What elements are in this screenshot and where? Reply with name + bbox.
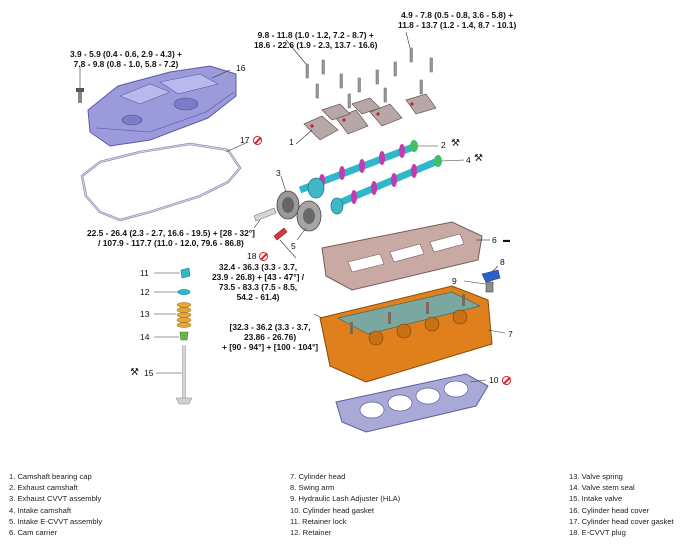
cover-bolt [76,88,84,103]
intake-e-cvvt-assembly [296,200,322,232]
legend-item: 5. Intake E-CVVT assembly [9,516,103,526]
exploded-view-diagram [76,31,506,433]
intake-camshaft [330,155,442,210]
camshaft-bearing-caps [303,93,437,141]
legend-item: 1. Camshaft bearing cap [9,472,92,481]
callout-9: 9 [452,276,457,286]
legend-column-3: 13. Valve spring 14. Valve stem seal 15.… [569,471,674,538]
leader-lines [79,31,506,383]
cylinder-head-cover-gasket [80,142,242,222]
no-reuse-icon [502,376,511,385]
legend-item: 15. Intake valve [569,494,623,504]
legend-item: 14. Valve stem seal [569,483,635,493]
callout-11: 11 [140,268,149,278]
callout-4: 4 [466,155,471,165]
cvvt-bolt [253,207,277,222]
valve-stem-seal [179,331,189,341]
callout-15: 15 [144,368,154,378]
legend-column-1: 1. Camshaft bearing cap 2. Exhaust camsh… [9,471,102,538]
legend-item: 13. Valve spring [569,472,623,481]
torque-wrench-icon: ⚒ [474,153,483,164]
legend-item: 10. Cylinder head gasket [290,505,375,515]
legend-item: 12. Retainer [290,528,332,538]
legend-item: 17. Cylinder head cover gasket [569,516,674,526]
retainer-lock [180,267,191,279]
callout-3: 3 [276,168,281,178]
callout-1: 1 [289,137,294,147]
swing-arm [481,269,501,283]
legend-item: 7. Cylinder head [290,472,346,481]
legend-item: 4. Intake camshaft [9,505,72,515]
exhaust-cvvt-assembly [276,190,300,220]
no-reuse-icon [253,136,262,145]
legend-column-2: 7. Cylinder head 8. Swing arm 9. Hydraul… [290,471,400,538]
legend-item: 18. E-CVVT plug [569,528,626,538]
cylinder-head-cover [87,65,237,147]
legend-item: 3. Exhaust CVVT assembly [9,494,102,504]
callout-7: 7 [508,329,513,339]
legend-item: 8. Swing arm [290,483,335,493]
cylinder-head-gasket [335,373,489,433]
torque-spec-carrier-bolts-b: 4.9 - 7.8 (0.5 - 0.8, 3.6 - 5.8) + 11.8 … [398,10,517,30]
special-tool-icon: ▬ [503,237,510,244]
callout-13: 13 [140,309,150,319]
legend-item: 2. Exhaust camshaft [9,483,78,493]
callout-17: 17 [240,135,250,145]
e-cvvt-plug [273,227,288,241]
torque-spec-head-bolts: [32.3 - 36.2 (3.3 - 3.7, 23.86 - 26.76) … [222,322,319,352]
cylinder-head [319,285,493,383]
torque-spec-cvvt-bolt: 22.5 - 26.4 (2.3 - 2.7, 16.6 - 19.5) + [… [87,228,255,248]
intake-valve [175,345,193,405]
cam-carrier [321,221,483,291]
callout-12: 12 [140,287,150,297]
callout-5: 5 [291,241,296,251]
hydraulic-lash-adjuster [485,281,494,293]
callout-8: 8 [500,257,505,267]
torque-spec-carrier-bolts-a: 9.8 - 11.8 (1.0 - 1.2, 7.2 - 8.7) + 18.6… [254,30,378,50]
torque-wrench-icon: ⚒ [451,138,460,149]
callout-16: 16 [236,63,246,73]
legend-item: 11. Retainer lock [290,516,347,526]
callout-18: 18 [247,251,257,261]
no-reuse-icon [259,252,268,261]
torque-wrench-icon: ⚒ [130,367,139,378]
legend-item: 9. Hydraulic Lash Adjuster (HLA) [290,494,401,504]
callout-2: 2 [441,140,446,150]
callout-10: 10 [489,375,499,385]
legend-item: 6. Cam carrier [9,528,58,538]
legend-item: 16. Cylinder head cover [569,505,650,515]
retainer [177,289,191,295]
valve-spring [176,302,192,328]
carrier-bolts [305,47,433,109]
torque-spec-plug: 32.4 - 36.3 (3.3 - 3.7, 23.9 - 26.8) + [… [212,262,305,302]
torque-spec-cover-bolts: 3.9 - 5.9 (0.4 - 0.6, 2.9 - 4.3) + 7.8 -… [70,49,182,69]
callout-14: 14 [140,332,150,342]
callout-6: 6 [492,235,497,245]
